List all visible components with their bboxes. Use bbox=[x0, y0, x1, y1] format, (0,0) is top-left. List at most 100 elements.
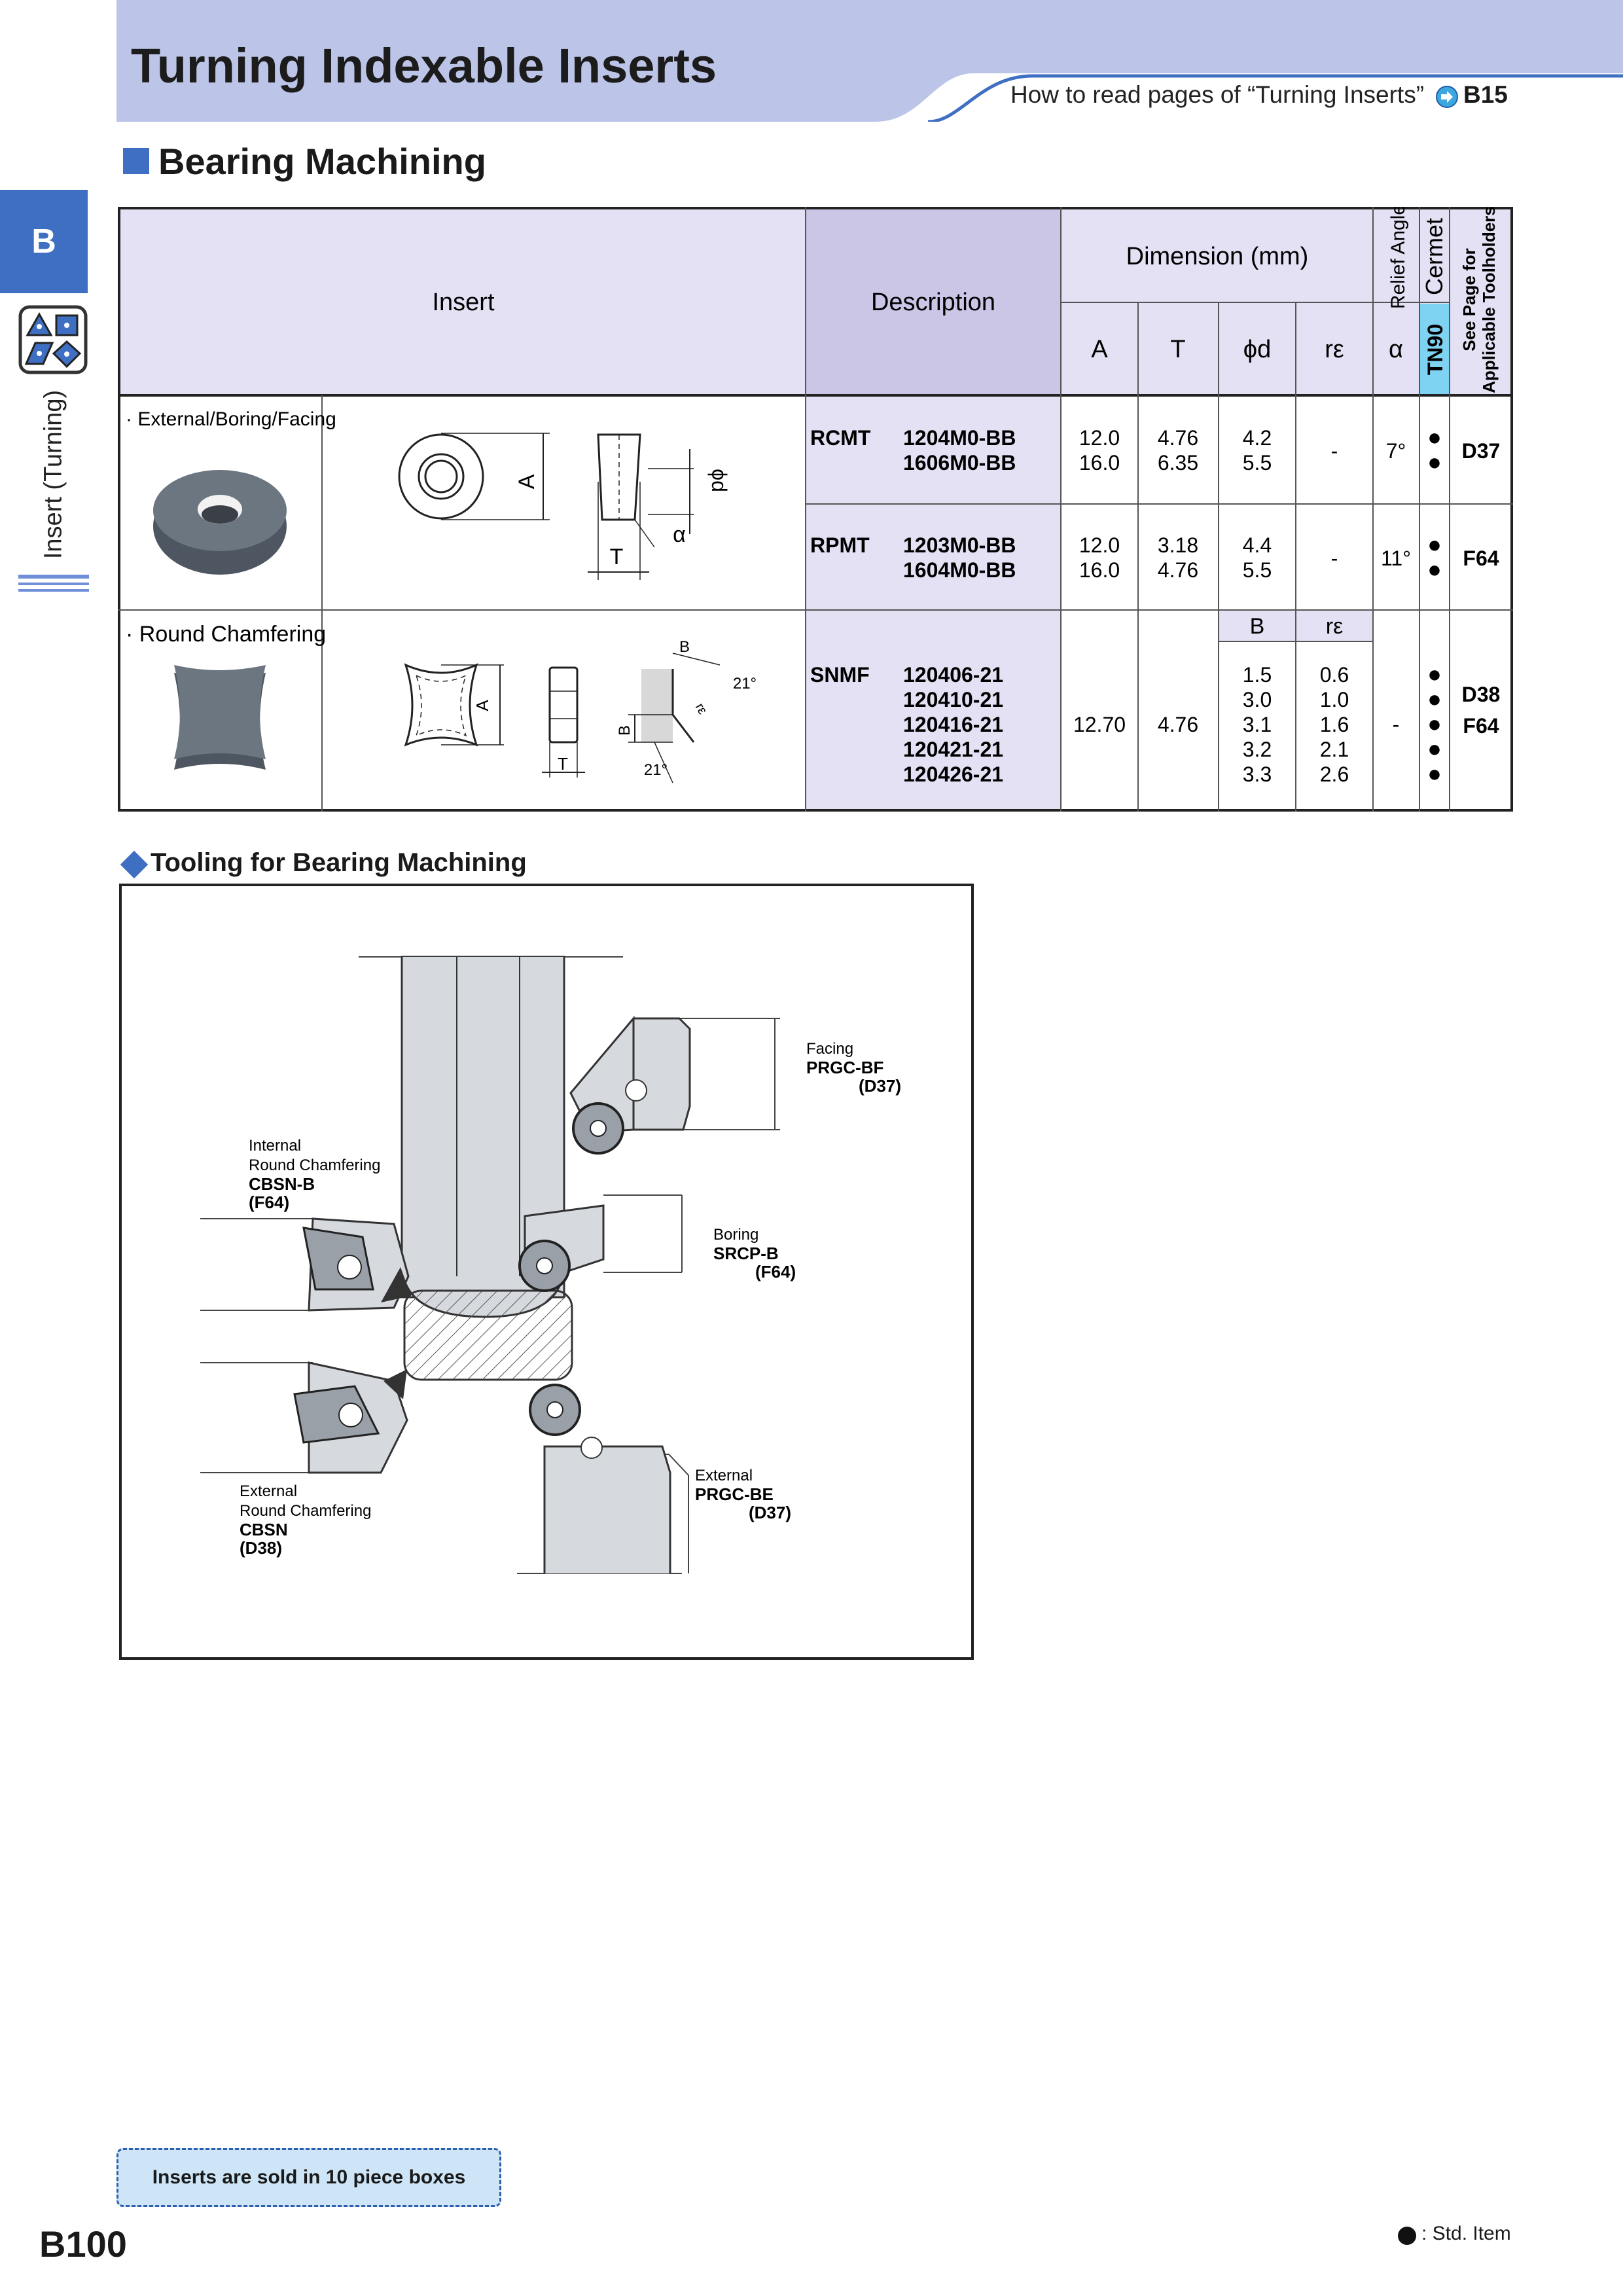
dim-T: 3.18 bbox=[1158, 533, 1198, 557]
table-row: RPMT 1203M0-BB 1604M0-BB 12.0 16.0 3.18 … bbox=[810, 531, 1499, 583]
insert-code: 1606M0-BB bbox=[903, 451, 1016, 475]
dim-T: 4.76 bbox=[1158, 713, 1198, 736]
table-row: RCMT 1204M0-BB 1606M0-BB 12.0 16.0 4.76 … bbox=[810, 423, 1500, 475]
facing-page: (D37) bbox=[859, 1076, 901, 1096]
page-ref[interactable]: D38 bbox=[1462, 683, 1501, 706]
insert-code: 120416-21 bbox=[903, 713, 1003, 736]
insert-code: 120426-21 bbox=[903, 762, 1003, 786]
internal-holder: CBSN-B bbox=[249, 1174, 315, 1194]
rcmt-label-alpha: α bbox=[673, 522, 686, 547]
external-prgc-page: (D37) bbox=[749, 1503, 791, 1522]
header-relief-angle: Relief Angle bbox=[1387, 207, 1409, 309]
page-title: Turning Indexable Inserts bbox=[131, 39, 717, 93]
series-code: RPMT bbox=[810, 533, 870, 557]
snmf-dimension-drawing bbox=[404, 663, 585, 778]
stock-mark: ● bbox=[1427, 735, 1442, 762]
dim-T: 4.76 bbox=[1158, 558, 1198, 582]
stock-mark: ● bbox=[1427, 448, 1442, 475]
header-description: Description bbox=[871, 289, 995, 316]
section-title: Bearing Machining bbox=[158, 141, 486, 182]
dim-alpha: 7° bbox=[1386, 439, 1406, 463]
chapter-tab[interactable]: B bbox=[0, 190, 88, 293]
dim-A: 12.0 bbox=[1079, 426, 1120, 450]
rcmt-insert-photo bbox=[153, 470, 287, 575]
howto-link-text[interactable]: How to read pages of “Turning Inserts” bbox=[1010, 81, 1425, 108]
page-ref[interactable]: F64 bbox=[1463, 547, 1499, 570]
stock-mark: ● bbox=[1427, 685, 1442, 712]
arrow-right-icon[interactable] bbox=[1435, 85, 1459, 109]
dim-B: 1.5 bbox=[1243, 663, 1272, 687]
stock-mark: ● bbox=[1427, 660, 1442, 687]
facing-holder: PRGC-BF bbox=[806, 1058, 883, 1077]
header-T: T bbox=[1170, 336, 1185, 363]
group-label-round: · Round Chamfering bbox=[126, 622, 326, 647]
snmf-label-angle-bottom: 21° bbox=[644, 761, 668, 779]
group-label-external: · External/Boring/Facing bbox=[126, 408, 336, 430]
legend-text: : Std. Item bbox=[1421, 2223, 1511, 2244]
internal-chamfer-tool bbox=[200, 1217, 411, 1312]
tooling-diagram: Facing PRGC-BF (D37) Internal Round Cham… bbox=[119, 884, 974, 1660]
insert-code: 1204M0-BB bbox=[903, 426, 1016, 450]
dim-re: - bbox=[1331, 547, 1338, 570]
external-chamfer-tool bbox=[200, 1361, 408, 1474]
stock-mark: ● bbox=[1427, 531, 1442, 558]
section-bullet-icon bbox=[123, 148, 149, 174]
page-ref[interactable]: F64 bbox=[1463, 714, 1499, 738]
header-insert: Insert bbox=[432, 289, 494, 316]
header-cermet: Cermet bbox=[1421, 218, 1448, 295]
external-prgc-holder: PRGC-BE bbox=[695, 1484, 774, 1504]
howto-page-ref[interactable]: B15 bbox=[1463, 81, 1508, 108]
rcmt-dimension-drawing bbox=[398, 433, 694, 580]
snmf-edge-detail bbox=[628, 653, 721, 783]
section-bullet-icon bbox=[120, 850, 149, 879]
dim-re: 1.0 bbox=[1320, 688, 1349, 711]
external-cbsn-holder: CBSN bbox=[240, 1520, 288, 1539]
std-item-dot-icon bbox=[1398, 2227, 1416, 2245]
dim-B: 3.1 bbox=[1243, 713, 1272, 736]
subheader-re: rε bbox=[1326, 614, 1343, 639]
stock-mark: ● bbox=[1427, 710, 1442, 737]
dim-B: 3.3 bbox=[1243, 762, 1272, 786]
dim-re: 1.6 bbox=[1320, 713, 1349, 736]
dim-re: 0.6 bbox=[1320, 663, 1349, 687]
header-re: rε bbox=[1325, 336, 1344, 363]
stock-mark: ● bbox=[1427, 760, 1442, 787]
dim-T: 4.76 bbox=[1158, 426, 1198, 450]
external-prgc-label: External bbox=[695, 1467, 753, 1484]
snmf-label-B-side: B bbox=[616, 725, 633, 736]
dim-re: 2.1 bbox=[1320, 738, 1349, 761]
dim-alpha: - bbox=[1393, 713, 1400, 736]
snmf-label-T: T bbox=[558, 754, 568, 774]
insert-table: Insert Description Dimension (mm) A T ϕd… bbox=[118, 207, 1513, 812]
external-cbsn-page: (D38) bbox=[240, 1538, 282, 1558]
snmf-label-re: rε bbox=[692, 701, 710, 717]
page-ref[interactable]: D37 bbox=[1462, 439, 1501, 463]
snmf-label-B-top: B bbox=[679, 638, 690, 656]
page-number: B100 bbox=[39, 2223, 127, 2265]
boring-label: Boring bbox=[713, 1226, 758, 1244]
header-alpha: α bbox=[1389, 336, 1403, 363]
dim-re: 2.6 bbox=[1320, 762, 1349, 786]
dim-B: 3.0 bbox=[1243, 688, 1272, 711]
table-row: SNMF 120406-21 120410-21 120416-21 12042… bbox=[810, 660, 1500, 787]
external-cbsn-label-2: Round Chamfering bbox=[240, 1502, 371, 1520]
insert-code: 120421-21 bbox=[903, 738, 1003, 761]
dim-B: 3.2 bbox=[1243, 738, 1272, 761]
packaging-note: Inserts are sold in 10 piece boxes bbox=[116, 2148, 501, 2207]
header-A: A bbox=[1091, 336, 1108, 363]
dim-T: 6.35 bbox=[1158, 451, 1198, 475]
insert-code: 1203M0-BB bbox=[903, 533, 1016, 557]
dim-d: 5.5 bbox=[1243, 451, 1272, 475]
dim-d: 4.4 bbox=[1243, 533, 1272, 557]
insert-code: 1604M0-BB bbox=[903, 558, 1016, 582]
snmf-insert-photo bbox=[174, 665, 266, 770]
dim-d: 5.5 bbox=[1243, 558, 1272, 582]
series-code: RCMT bbox=[810, 426, 871, 450]
boring-bar bbox=[359, 956, 623, 1318]
rcmt-label-A: A bbox=[514, 474, 539, 489]
internal-label-2: Round Chamfering bbox=[249, 1157, 380, 1174]
dim-A: 16.0 bbox=[1079, 451, 1120, 475]
dim-A: 12.0 bbox=[1079, 533, 1120, 557]
external-cbsn-label-1: External bbox=[240, 1482, 297, 1500]
facing-label: Facing bbox=[806, 1040, 853, 1058]
